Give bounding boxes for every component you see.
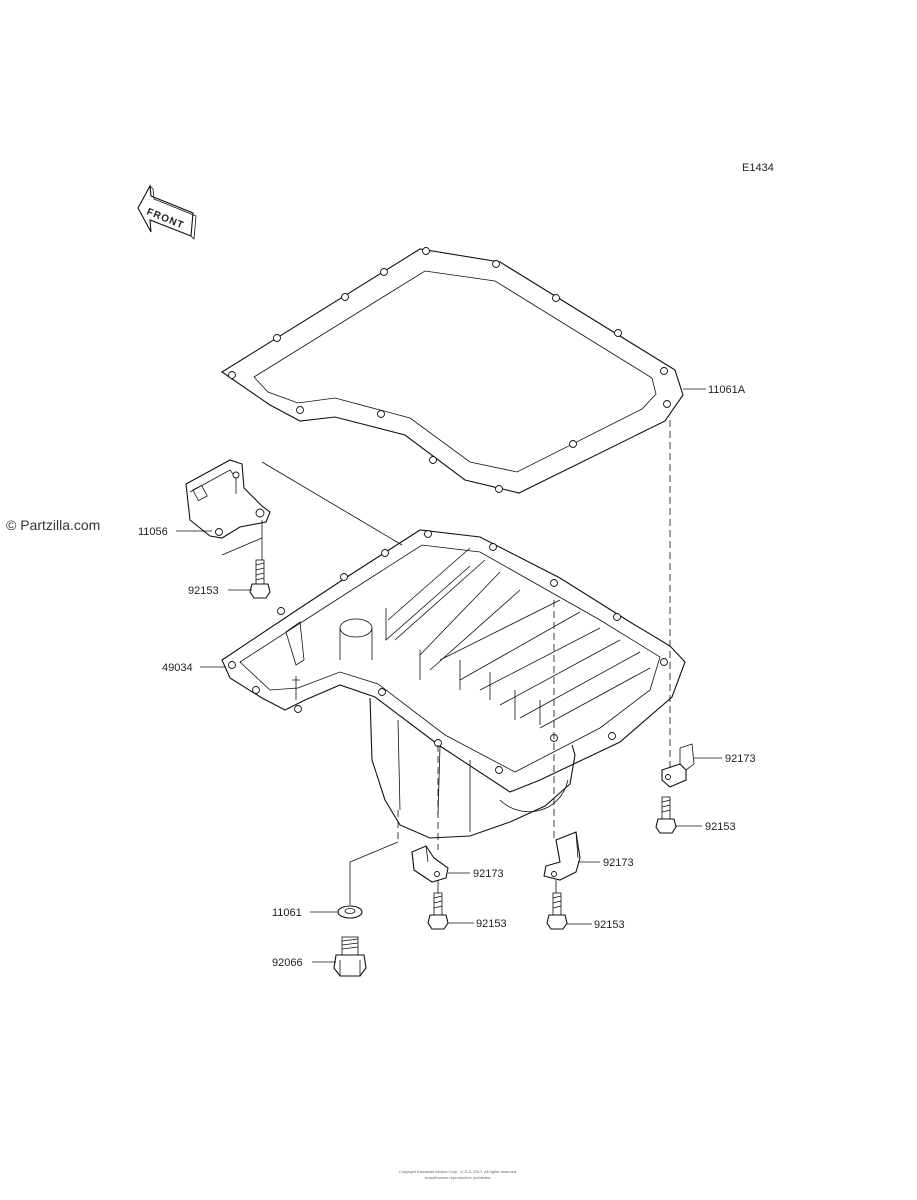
footer-copyright-line2: Unauthorized reproduction prohibited. [425,1175,492,1180]
bolt-92153-center[interactable] [427,892,449,930]
part-label-11061a[interactable]: 11061A [708,384,746,396]
oil-pan-49034[interactable] [221,529,686,839]
front-arrow-icon: FRONT [137,184,197,240]
gasket-11061a[interactable] [220,247,684,494]
assembly-line-bracket-top [261,461,403,546]
bolt-92153-right[interactable] [655,796,677,834]
part-label-11056[interactable]: 11056 [138,526,168,538]
drain-plug-92066[interactable] [333,936,367,977]
washer-11061[interactable] [337,905,363,919]
clamp-92173-right[interactable] [661,743,695,788]
part-label-92173-lower-right[interactable]: 92173 [603,857,634,869]
bracket-11056[interactable] [185,459,271,539]
bolt-92153-lower-right[interactable] [546,892,568,930]
part-label-92153-center[interactable]: 92153 [476,918,507,930]
part-label-11061[interactable]: 11061 [272,907,302,919]
assembly-line-washer [349,841,399,905]
part-label-92153-lower-right[interactable]: 92153 [594,919,625,931]
bolt-92153-upper-left[interactable] [249,559,271,599]
clamp-92173-center[interactable] [411,845,449,883]
part-label-92173-right[interactable]: 92173 [725,753,756,765]
part-label-92173-center[interactable]: 92173 [473,868,504,880]
clamp-92173-lower-right[interactable] [543,831,581,881]
assembly-line-bracket-low [221,537,263,556]
part-label-49034[interactable]: 49034 [162,662,193,674]
partzilla-watermark: © Partzilla.com [6,517,100,533]
footer-copyright-line1: Copyright Kawasaki Motors Corp., U.S.A. … [399,1169,518,1174]
part-label-92153-right[interactable]: 92153 [705,821,736,833]
diagram-code: E1434 [742,162,774,174]
part-label-92066[interactable]: 92066 [272,957,303,969]
part-label-92153-upper-left[interactable]: 92153 [188,585,219,597]
